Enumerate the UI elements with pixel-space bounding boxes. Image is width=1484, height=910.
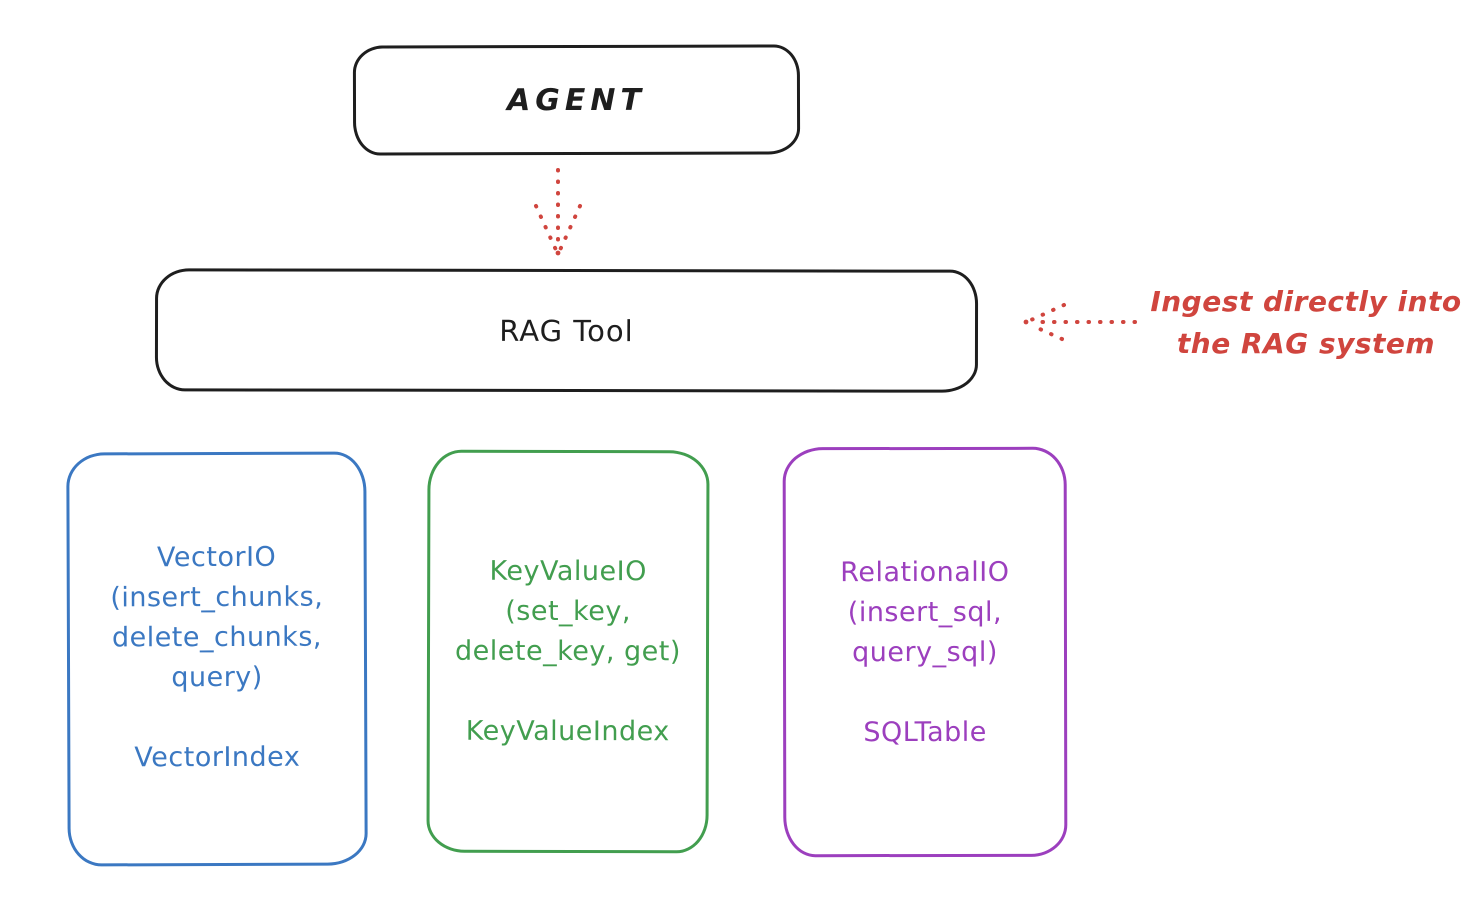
note-to-ragtool-dotted-left-arrow <box>1023 303 1137 341</box>
annotation-line-1: Ingest directly into <box>1150 285 1462 318</box>
relationalio-box: RelationalIO (insert_sql, query_sql) SQL… <box>782 446 1068 858</box>
annotation-line-2: the RAG system <box>1176 327 1436 360</box>
ingest-annotation: Ingest directly into the RAG system <box>1138 281 1474 365</box>
io-box-index-label: SQLTable <box>863 716 987 749</box>
agent-label: AGENT <box>507 82 646 118</box>
io-box-methods-line: (insert_sql, <box>847 596 1003 629</box>
io-box-methods-line: query) <box>171 661 263 694</box>
io-box-index-label: VectorIndex <box>134 741 301 774</box>
vectorio-text: VectorIO (insert_chunks, delete_chunks, … <box>70 537 365 778</box>
agent-box: AGENT <box>352 44 801 156</box>
io-box-title: VectorIO <box>156 541 277 574</box>
relationalio-text: RelationalIO (insert_sql, query_sql) SQL… <box>786 553 1064 753</box>
io-box-methods-line: (insert_chunks, <box>110 581 324 614</box>
io-box-title: KeyValueIO <box>489 555 647 588</box>
io-box-methods-line: (set_key, <box>505 595 631 628</box>
rag-tool-label: RAG Tool <box>499 313 634 348</box>
rag-tool-box: RAG Tool <box>154 268 979 393</box>
io-box-title: RelationalIO <box>840 556 1010 589</box>
vectorio-box: VectorIO (insert_chunks, delete_chunks, … <box>66 451 368 867</box>
keyvalueio-text: KeyValueIO (set_key, delete_key, get) Ke… <box>430 552 707 753</box>
io-box-index-label: KeyValueIndex <box>465 715 670 748</box>
agent-to-ragtool-dotted-down-arrow <box>534 168 582 256</box>
io-box-methods-line: delete_chunks, <box>111 621 322 654</box>
io-box-methods-line: query_sql) <box>852 636 998 669</box>
keyvalueio-box: KeyValueIO (set_key, delete_key, get) Ke… <box>426 449 710 854</box>
io-box-methods-line: delete_key, get) <box>455 635 681 668</box>
